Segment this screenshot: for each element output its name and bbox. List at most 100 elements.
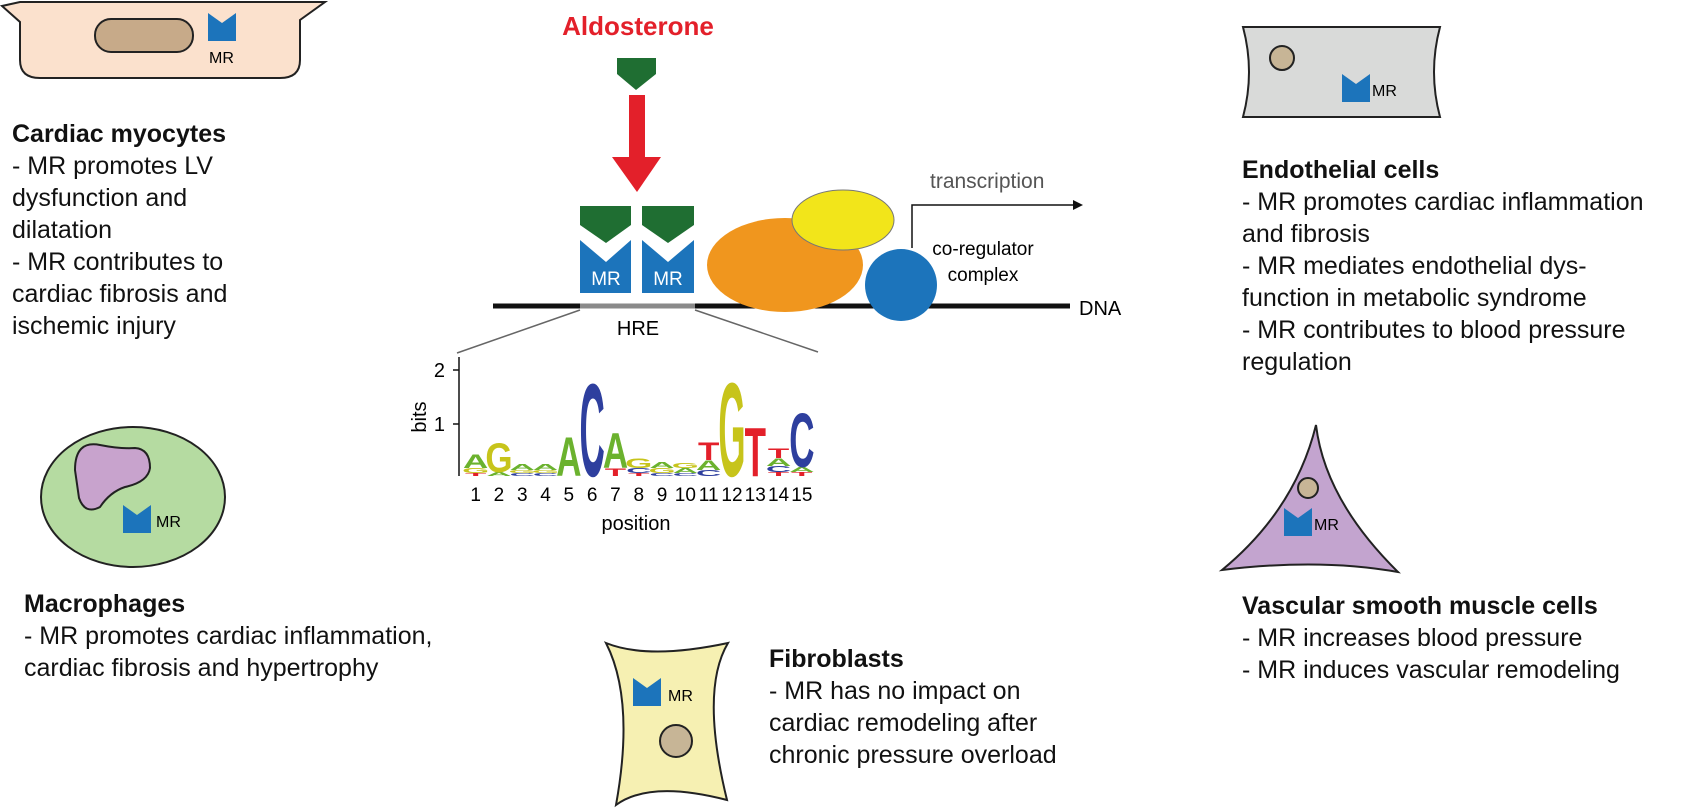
logo-letter-T: T [791,471,813,477]
mr-receptor-icon [580,240,631,293]
logo-letter-A: A [486,471,511,477]
co-regulator-complex: co-regulator complex transcription [707,170,1083,321]
zoom-line [694,309,819,353]
xtick-label: 10 [675,485,696,506]
fibroblasts-text: Fibroblasts - MR has no impact on cardia… [769,643,1057,771]
logo-letter-G: G [672,462,699,470]
endothelial-text: Endothelial cells - MR promotes cardiac … [1242,154,1644,378]
logo-letter-T: T [698,438,720,466]
xtick-label: 8 [633,485,644,506]
logo-letter-G: G [462,467,489,475]
logo-letter-G: G [485,435,512,482]
logo-letter-G: G [509,469,536,474]
vsmc-cell: MR [1218,424,1401,574]
logo-letter-C: C [626,467,651,475]
vsmc-title: Vascular smooth muscle cells [1242,592,1598,620]
logo-letter-G: G [718,354,745,505]
cardiac-line: ischemic injury [12,312,176,340]
vsmc-nucleus [1297,477,1319,499]
xtick-label: 12 [721,485,742,506]
macrophages-title: Macrophages [24,590,186,618]
xtick-label: 4 [540,485,551,506]
logo-letter-C: C [673,472,698,477]
macrophages-text: Macrophages - MR promotes cardiac inflam… [24,588,432,684]
logo-letter-C: C [533,472,558,477]
macrophages-line: - MR promotes cardiac inflammation, [24,622,433,650]
mr-dimer: MR MR [580,206,694,293]
cardiac-line: dilatation [12,216,113,244]
fibroblasts-title: Fibroblasts [769,645,904,673]
mr-label: MR [1314,517,1339,534]
fibroblast-nucleus [659,724,693,758]
logo-letter-C: C [696,469,721,478]
logo-letter-G: G [648,467,675,475]
mr-label: MR [653,269,683,290]
cardiac-myocyte-cell: MR [0,1,329,79]
ligand-icon [642,206,694,243]
logo-letter-A: A [789,466,814,474]
logo-letter-A: A [463,450,488,472]
red-arrow [612,95,661,192]
logo-letter-A: A [533,463,558,472]
macrophage-cell: MR [40,426,226,568]
cardiac-text: Cardiac myocytes - MR promotes LV dysfun… [12,118,227,342]
endothelial-line: - MR promotes cardiac inflammation [1242,188,1644,216]
cardiac-nucleus [94,18,194,53]
ytick-label: 1 [434,414,445,436]
fibroblasts-line: - MR has no impact on [769,677,1021,705]
logo-letter-T: T [745,413,767,491]
logo-letter-A: A [696,457,721,473]
logo-letter-T: T [768,471,790,477]
logo-letter-G: G [625,455,652,471]
xtick-label: 14 [768,485,790,506]
ytick-label: 2 [434,360,445,382]
logo-letter-A: A [649,461,674,470]
logo-ylabel: bits [409,401,431,432]
endothelial-cell: MR [1241,26,1442,118]
aldosterone-ligand: Aldosterone [562,11,714,90]
logo-letter-A: A [556,426,581,488]
logo-letter-A: A [673,467,698,475]
mr-receptor-icon [642,240,694,293]
vsmc-text: Vascular smooth muscle cells - MR increa… [1242,590,1620,686]
xtick-label: 11 [699,485,719,506]
fibroblasts-line: chronic pressure overload [769,741,1057,769]
dna-label: DNA [1079,298,1122,320]
complex-label-1: co-regulator [932,239,1034,260]
logo-letter-T: T [628,472,649,477]
macrophages-line: cardiac fibrosis and hypertrophy [24,654,379,682]
mr-label: MR [209,50,234,67]
fibroblast-cell: MR [603,641,731,808]
cardiac-line: - MR contributes to [12,248,224,276]
mr-label: MR [1372,83,1397,100]
logo-letter-A: A [510,463,535,472]
logo-letter-C: C [649,472,674,477]
endothelial-line: and fibrosis [1242,220,1370,248]
transcription-label: transcription [930,170,1044,193]
vsmc-line: - MR induces vascular remodeling [1242,656,1620,684]
xtick-label: 5 [564,485,575,506]
logo-letter-C: C [789,398,814,484]
xtick-label: 3 [517,485,528,506]
logo-xlabel: position [602,513,671,535]
logo-letter-T: T [465,472,486,477]
complex-label-2: complex [948,265,1019,286]
xtick-label: 15 [791,485,812,506]
logo-letter-A: A [766,457,792,469]
logo-letter-T: T [605,467,627,479]
cardiac-line: dysfunction and [12,184,188,212]
logo-letter-A: A [603,424,628,480]
xtick-label: 13 [745,485,766,506]
transcription-arrow [911,204,1073,248]
macrophage-nucleus [73,443,152,511]
zoom-line [456,309,581,354]
endothelial-line: - MR contributes to blood pressure [1242,316,1626,344]
cardiac-line: - MR promotes LV [12,152,213,180]
xtick-label: 9 [657,485,668,506]
xtick-label: 7 [610,485,621,506]
endothelial-cell-body [1241,26,1442,118]
xtick-label: 1 [470,485,481,506]
